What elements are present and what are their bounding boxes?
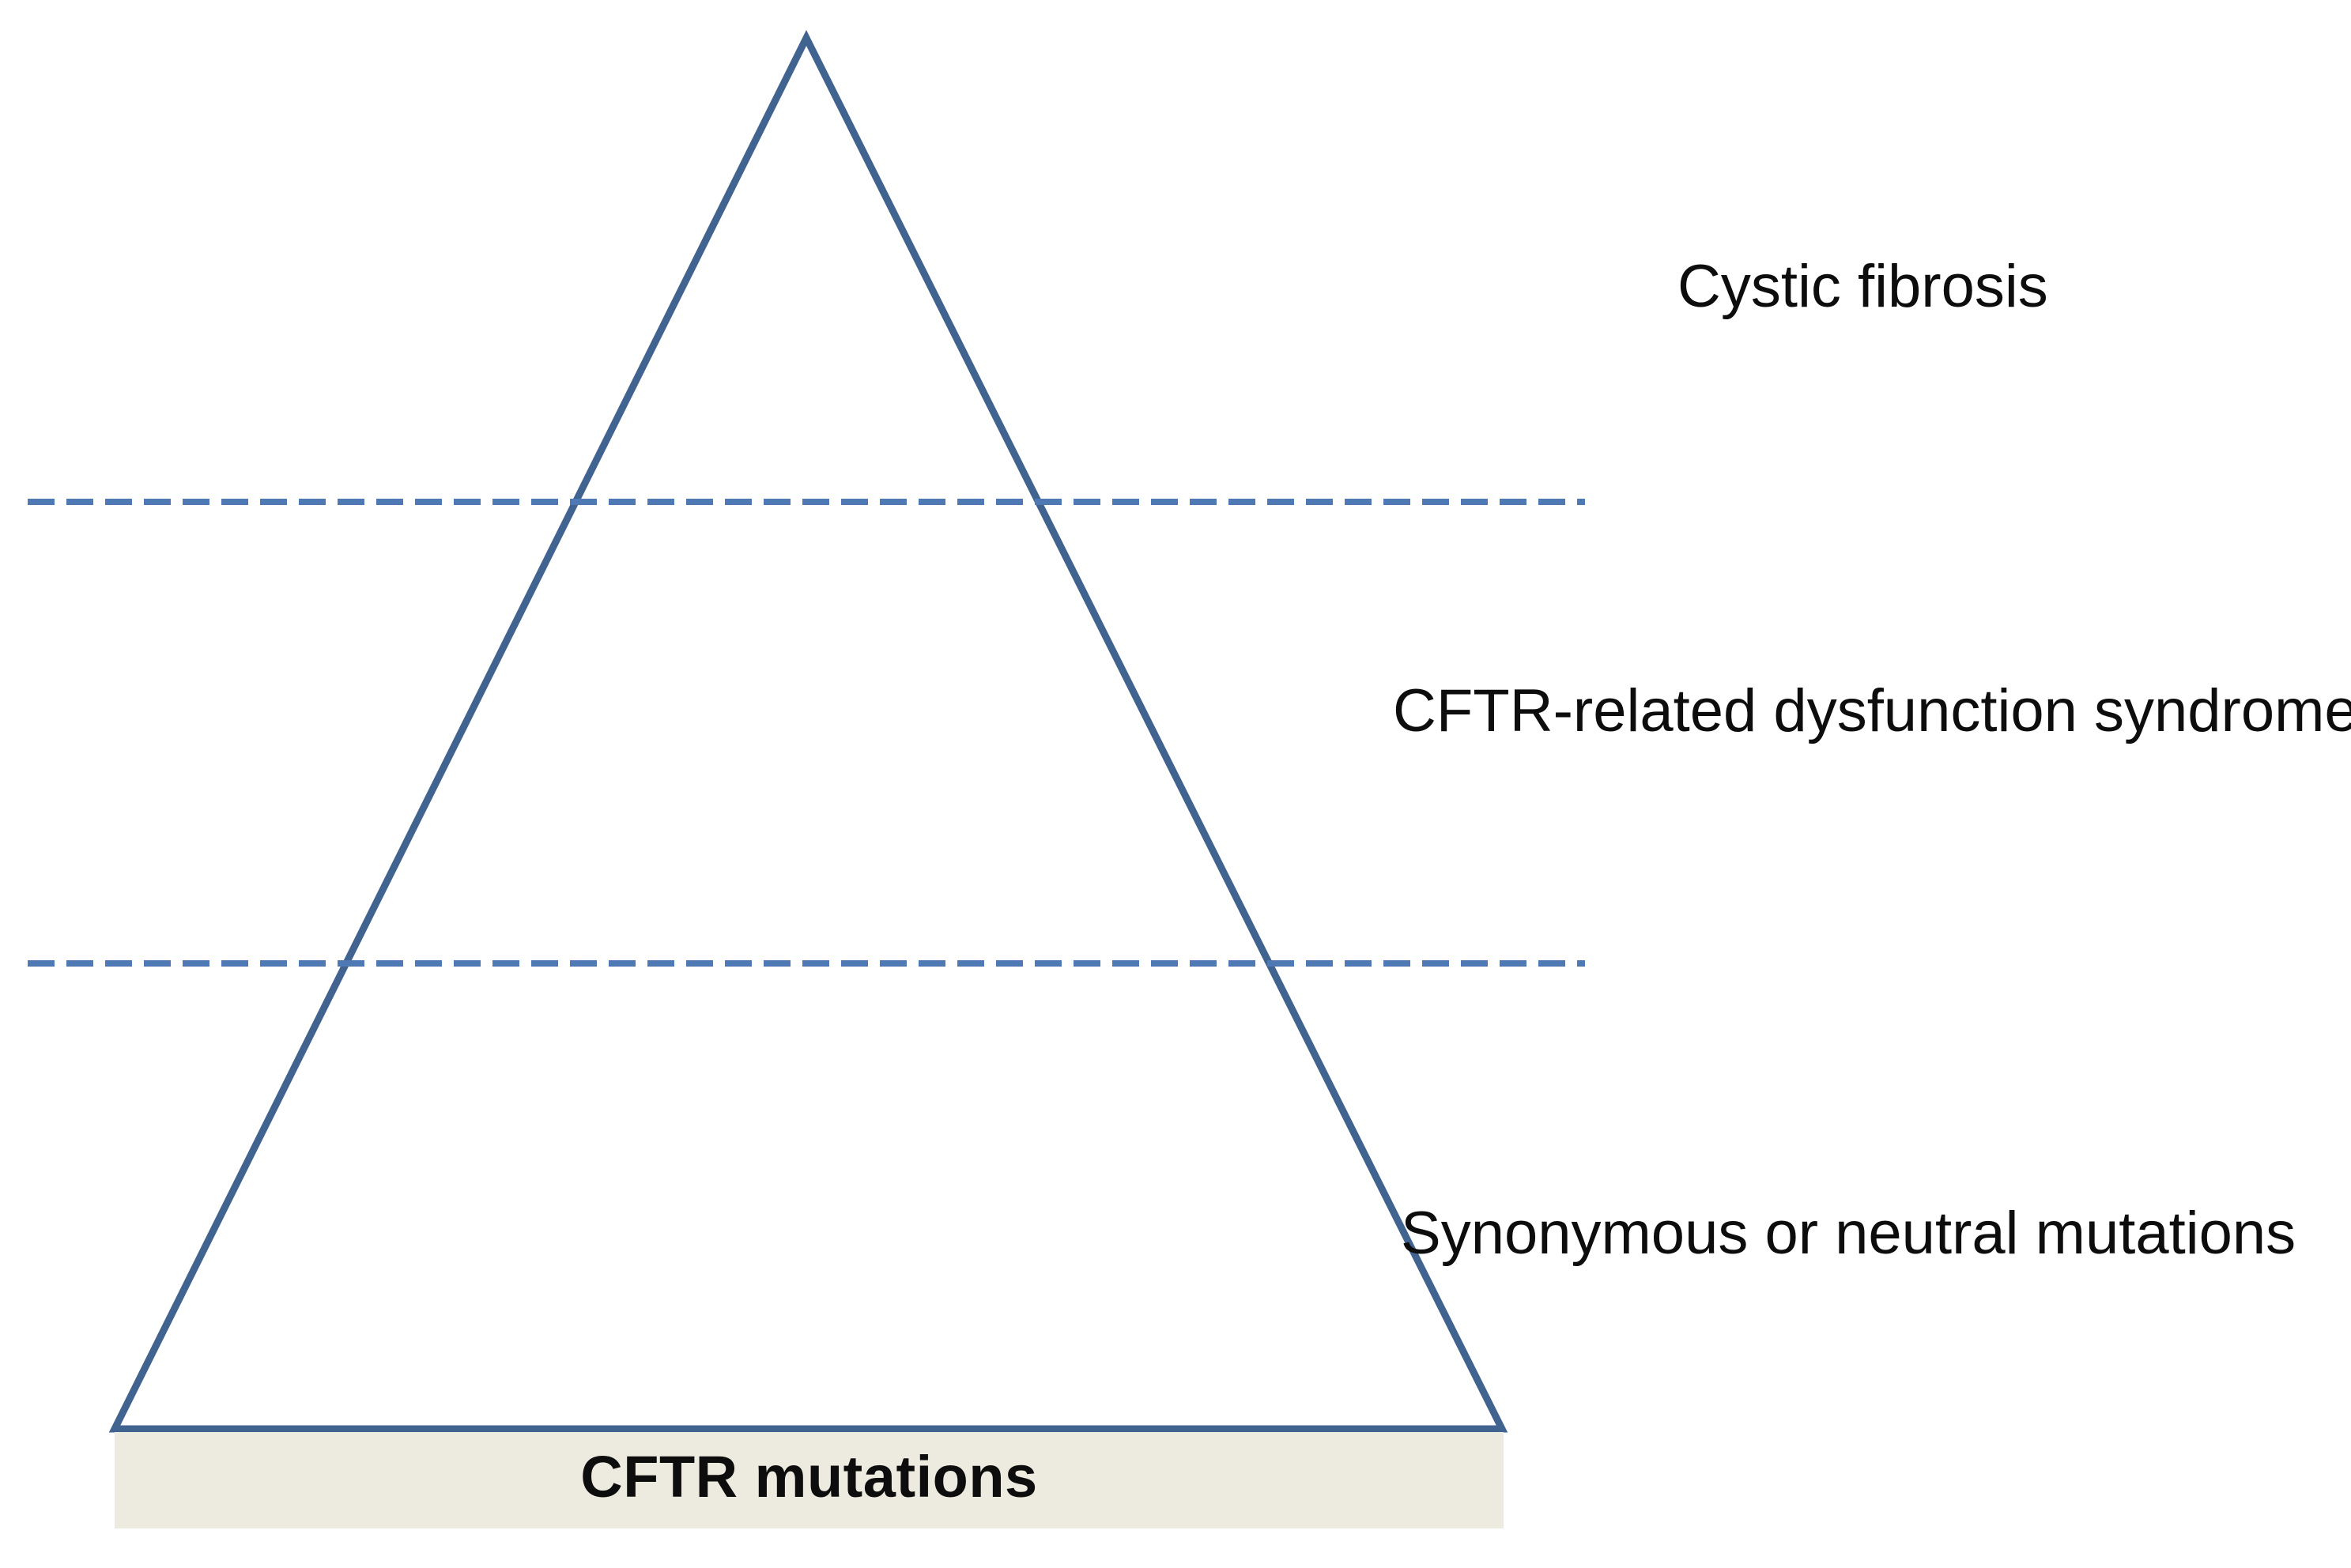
tier-label-cystic-fibrosis: Cystic fibrosis xyxy=(1677,253,2048,320)
base-bar: CFTR mutations xyxy=(115,1432,1504,1528)
tier-label-synonymous-or-neutral-mutations: Synonymous or neutral mutations xyxy=(1401,1200,2296,1267)
base-bar-label: CFTR mutations xyxy=(580,1444,1038,1510)
pyramid-outline-shape xyxy=(108,29,1508,1433)
tier-label-cftr-related-dysfunction-syndrome: CFTR-related dysfunction syndrome xyxy=(1393,677,2351,744)
